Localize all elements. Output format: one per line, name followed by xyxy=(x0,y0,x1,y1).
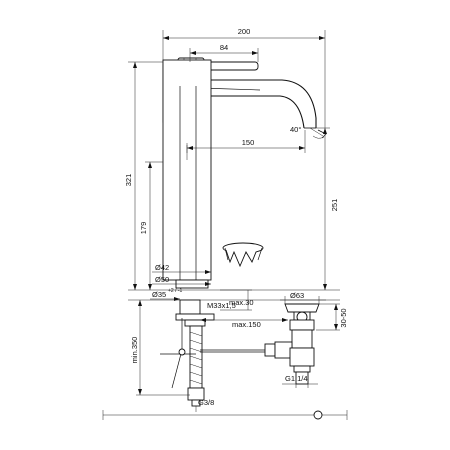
dim-diameter-42: Ø42 xyxy=(152,263,211,274)
dim-179-label: 179 xyxy=(139,222,148,235)
dim-200: 200 xyxy=(162,27,326,128)
dim-42-label: Ø42 xyxy=(155,263,169,272)
dim-35-label: Ø35 xyxy=(152,290,166,299)
dim-g38-label: G3/8 xyxy=(198,398,214,407)
dim-40deg-label: 40° xyxy=(290,125,301,134)
spout xyxy=(204,79,317,128)
dim-84: 84 xyxy=(189,43,259,62)
strainer-insert xyxy=(222,242,264,268)
dim-max30-label: max.30 xyxy=(229,298,254,307)
dim-g114: G1 1/4 xyxy=(282,374,318,388)
dim-150: 150 xyxy=(186,130,306,153)
dim-g38: G3/8 xyxy=(195,398,214,412)
dim-min350: min.350 xyxy=(130,300,190,396)
dim-150-label: 150 xyxy=(242,138,255,147)
dim-63-label: Ø63 xyxy=(290,291,304,300)
dim-321: 321 xyxy=(124,61,163,290)
main-column xyxy=(162,59,212,281)
dim-200-label: 200 xyxy=(238,27,251,36)
section-symbol xyxy=(102,410,348,420)
dim-g114-label: G1 1/4 xyxy=(285,374,308,383)
dim-m33-label: M33x1,5 xyxy=(207,301,236,310)
dim-35-tolerance: +2 / -1 xyxy=(168,288,183,294)
dim-251-label: 251 xyxy=(330,199,339,212)
fixing-assembly xyxy=(160,299,215,407)
dim-diameter-35: Ø35 +2 / -1 xyxy=(150,288,183,301)
dim-30-50: 30-50 xyxy=(316,303,348,331)
dim-diameter-63: Ø63 xyxy=(280,291,326,304)
dim-max150: max.150 xyxy=(200,318,288,329)
dim-50-label: Ø50 xyxy=(155,275,169,284)
dim-84-label: 84 xyxy=(220,43,228,52)
dim-diameter-50: Ø50 xyxy=(152,275,211,286)
dim-321-label: 321 xyxy=(124,174,133,187)
dim-179: 179 xyxy=(139,161,163,290)
dim-max30: max.30 xyxy=(220,289,254,311)
popup-waste xyxy=(200,303,320,385)
dim-min350-label: min.350 xyxy=(130,337,139,364)
dim-max150-label: max.150 xyxy=(232,320,261,329)
dim-30-50-label: 30-50 xyxy=(339,308,348,327)
dim-251: 251 xyxy=(304,127,339,290)
